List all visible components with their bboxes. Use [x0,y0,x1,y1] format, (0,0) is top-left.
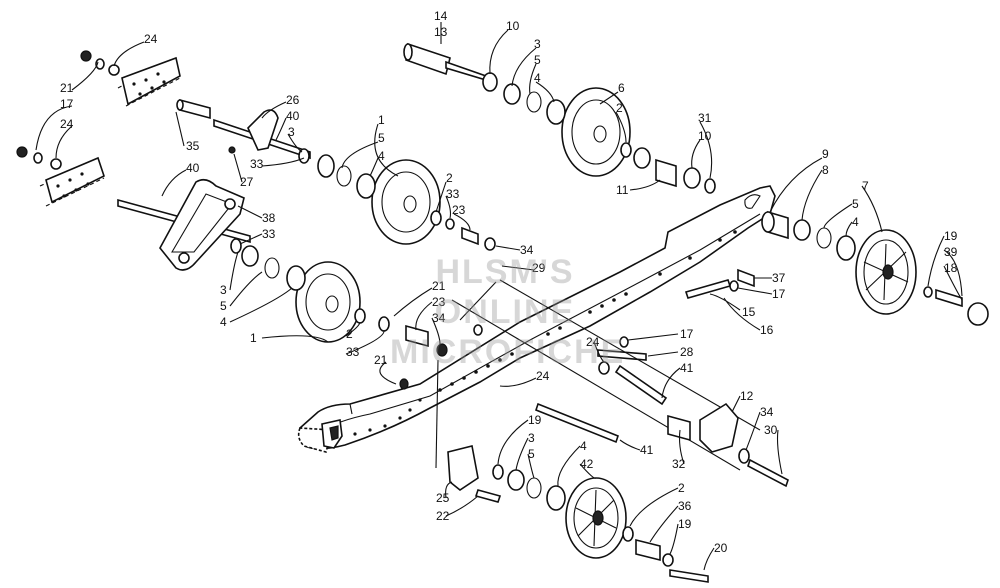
part-callout-2: 2 [678,481,685,495]
rail-fragment-upper [39,56,181,207]
part-callout-33: 33 [446,187,460,201]
part-callout-41: 41 [680,361,694,375]
part-callout-8: 8 [822,163,829,177]
small-parts [16,50,989,567]
part-callout-2: 2 [446,171,453,185]
part-callout-33: 33 [346,345,360,359]
part-callout-36: 36 [678,499,692,513]
part-callout-33: 33 [250,157,264,171]
part-callout-2: 2 [346,327,353,341]
part-callout-5: 5 [220,299,227,313]
part-callout-24: 24 [586,335,600,349]
part-callout-24: 24 [60,117,74,131]
part-callout-4: 4 [220,315,227,329]
part-callout-3: 3 [288,125,295,139]
part-callout-21: 21 [60,81,74,95]
part-callout-12: 12 [740,389,754,403]
part-callout-24: 24 [144,32,158,46]
part-callout-14: 14 [434,9,448,23]
part-callout-13: 13 [434,25,448,39]
part-callout-7: 7 [862,179,869,193]
part-callout-3: 3 [528,431,535,445]
part-callout-32: 32 [672,457,686,471]
part-callout-20: 20 [714,541,728,555]
part-callout-34: 34 [432,311,446,325]
part-callout-29: 29 [532,261,546,275]
part-callout-2: 2 [616,101,623,115]
part-callout-27: 27 [240,175,254,189]
part-callout-35: 35 [186,139,200,153]
part-callout-21: 21 [432,279,446,293]
part-callout-9: 9 [822,147,829,161]
part-callout-17: 17 [772,287,786,301]
part-callout-31: 31 [698,111,712,125]
part-callout-30: 30 [764,423,778,437]
part-callout-10: 10 [506,19,520,33]
part-callout-23: 23 [452,203,466,217]
part-callout-42: 42 [580,457,594,471]
pivot-arm [159,109,279,271]
part-callout-18: 18 [944,261,958,275]
part-callout-5: 5 [852,197,859,211]
part-callout-37: 37 [772,271,786,285]
part-callout-4: 4 [580,439,587,453]
part-callout-11: 11 [616,183,629,197]
part-callout-17: 17 [680,327,694,341]
part-callout-28: 28 [680,345,694,359]
part-callout-19: 19 [944,229,958,243]
part-callout-4: 4 [852,215,859,229]
part-callout-21: 21 [374,353,388,367]
wheels [295,87,917,559]
part-callout-15: 15 [742,305,756,319]
part-callout-6: 6 [618,81,625,95]
part-callout-38: 38 [262,211,276,225]
part-callout-4: 4 [378,149,385,163]
part-callout-5: 5 [534,53,541,67]
part-callout-33: 33 [262,227,276,241]
part-callout-1: 1 [250,331,257,345]
part-callout-16: 16 [760,323,774,337]
part-callout-1: 1 [378,113,385,127]
part-callout-24: 24 [536,369,550,383]
part-callout-23: 23 [432,295,446,309]
slide-rail [297,185,776,453]
part-callout-26: 26 [286,93,300,107]
leader-lines [35,22,963,571]
part-callout-40: 40 [186,161,200,175]
part-callout-17: 17 [60,97,74,111]
part-callout-5: 5 [378,131,385,145]
part-callout-4: 4 [534,71,541,85]
part-callout-5: 5 [528,447,535,461]
part-callout-40: 40 [286,109,300,123]
part-callout-39: 39 [944,245,958,259]
part-callout-25: 25 [436,491,450,505]
part-callout-10: 10 [698,129,712,143]
part-callout-34: 34 [520,243,534,257]
part-callout-3: 3 [220,283,227,297]
part-callout-41: 41 [640,443,654,457]
part-callout-19: 19 [528,413,542,427]
part-callout-19: 19 [678,517,692,531]
part-callout-22: 22 [436,509,450,523]
part-callout-3: 3 [534,37,541,51]
part-callout-34: 34 [760,405,774,419]
